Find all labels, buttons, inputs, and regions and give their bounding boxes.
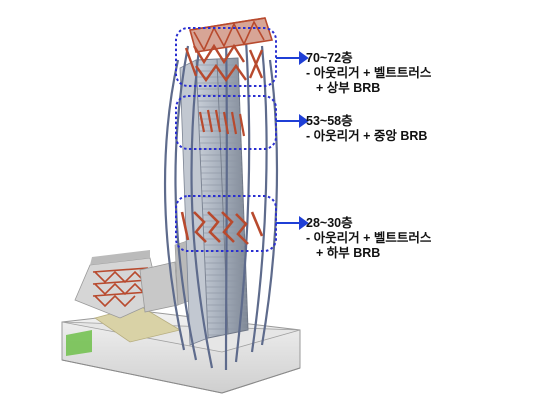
tower-core — [179, 57, 249, 346]
callout-line: + 하부 BRB — [316, 246, 381, 260]
callout-floors: 70~72층 — [306, 51, 353, 65]
callout-top: 70~72층 - 아웃리거 + 벨트트러스 + 상부 BRB — [306, 51, 431, 96]
callout-floors: 28~30층 — [306, 216, 353, 230]
podium — [61, 305, 301, 394]
callout-line: - 아웃리거 + 중앙 BRB — [306, 129, 428, 143]
brace-top — [184, 43, 264, 83]
highlight-box-middle — [175, 95, 277, 150]
callout-line: - 아웃리거 + 벨트트러스 — [306, 66, 432, 80]
crown-truss — [188, 17, 274, 53]
callout-lower: 28~30층 - 아웃리거 + 벨트트러스 + 하부 BRB — [306, 216, 431, 261]
callout-middle: 53~58층 - 아웃리거 + 중앙 BRB — [306, 114, 427, 144]
callout-floors: 53~58층 — [306, 114, 353, 128]
callout-line: + 상부 BRB — [316, 81, 381, 95]
annex-building — [74, 239, 193, 319]
brace-lower — [180, 211, 264, 245]
arrows — [276, 51, 309, 230]
brace-middle — [198, 109, 246, 137]
callout-line: - 아웃리거 + 벨트트러스 — [306, 231, 432, 245]
